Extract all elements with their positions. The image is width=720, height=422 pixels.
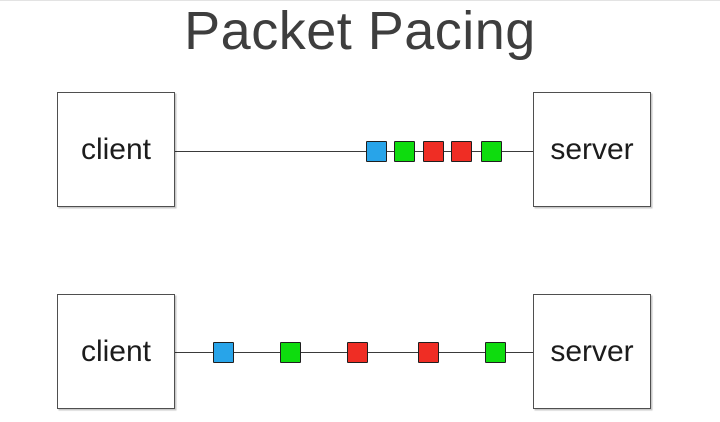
server-label: server xyxy=(550,334,634,368)
network-link-line xyxy=(175,150,534,153)
page-title: Packet Pacing xyxy=(184,1,536,61)
packet-green xyxy=(485,342,506,363)
packet-red xyxy=(347,342,368,363)
packet-green xyxy=(394,141,415,162)
server-node-box: server xyxy=(533,92,651,207)
packet-red xyxy=(418,342,439,363)
server-label: server xyxy=(550,132,634,166)
client-node-box: client xyxy=(57,294,175,409)
packet-green xyxy=(481,141,502,162)
packet-red xyxy=(451,141,472,162)
client-label: client xyxy=(80,334,152,368)
server-node-box: server xyxy=(533,294,651,409)
packet-blue xyxy=(213,342,234,363)
packet-blue xyxy=(366,141,387,162)
packet-red xyxy=(423,141,444,162)
client-label: client xyxy=(80,132,152,166)
client-node-box: client xyxy=(57,92,175,207)
packet-green xyxy=(280,342,301,363)
